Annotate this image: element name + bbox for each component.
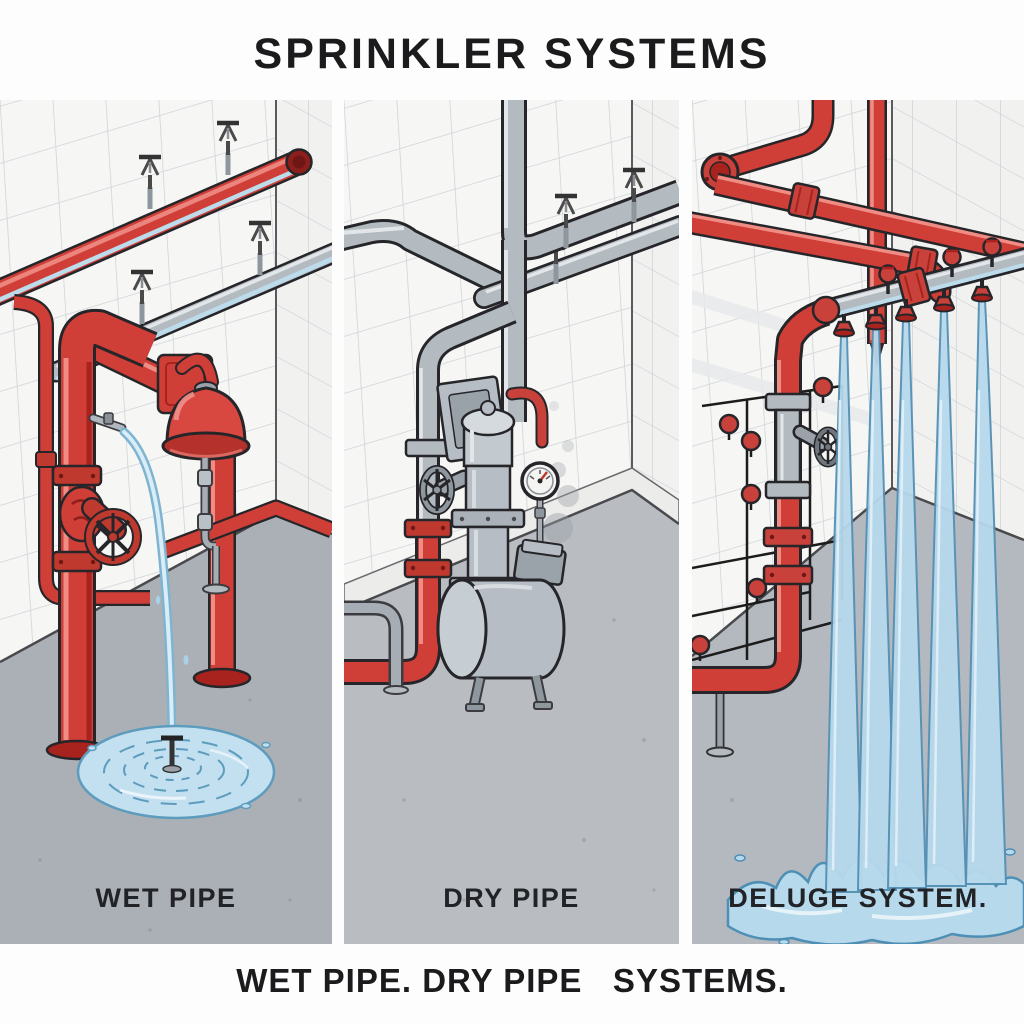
water-column — [886, 319, 928, 889]
air-tank — [436, 578, 566, 712]
valve-handwheel — [419, 465, 455, 515]
header-elbow — [811, 295, 841, 325]
panel-dry-pipe: DRY PIPE — [344, 100, 679, 944]
wall-ledge — [692, 290, 807, 340]
flange — [896, 266, 932, 308]
spray-header — [811, 236, 1024, 325]
riser-floor-flange — [192, 667, 252, 689]
water-column — [856, 327, 898, 891]
test-valve — [103, 412, 114, 425]
panel-deluge-system: DELUGE SYSTEM. — [692, 100, 1024, 944]
bell-conduit — [197, 458, 230, 595]
deluge-valve-handwheel — [813, 426, 843, 468]
flange — [764, 480, 812, 500]
puddle-sprinkler-head — [161, 735, 183, 774]
flange — [762, 526, 814, 548]
page-title: SPRINKLER SYSTEMS — [253, 30, 771, 78]
pressure-switch — [512, 538, 567, 586]
valve-handwheel — [84, 508, 142, 566]
water-column — [924, 309, 968, 887]
panel-label-wet-pipe: WET PIPE — [95, 883, 237, 913]
dry-pipe-illustration — [344, 100, 679, 944]
conduit-stand-base — [202, 583, 230, 595]
riser-control-valve — [45, 308, 158, 761]
test-stream — [88, 412, 189, 737]
floor-conduit — [344, 600, 409, 695]
water-column — [824, 335, 864, 893]
deluge-illustration — [692, 100, 1024, 944]
flange — [764, 392, 812, 412]
tiled-wall-right — [632, 100, 679, 524]
water-column — [964, 299, 1008, 885]
panel-label-dry-pipe: DRY PIPE — [443, 883, 580, 913]
smoke-wisp — [543, 401, 579, 543]
panel-wet-pipe: WET PIPE — [0, 100, 332, 944]
pipe-coupling — [35, 451, 57, 468]
flange — [51, 464, 103, 487]
bell-dome — [165, 386, 247, 446]
red-supply-riser — [344, 438, 453, 685]
flange — [403, 558, 453, 579]
flange — [787, 182, 821, 220]
flange — [762, 564, 814, 586]
wet-pipe-illustration — [0, 100, 332, 944]
branch-line-upper — [0, 123, 313, 306]
wall-base-pipe — [156, 499, 332, 560]
red-supply-mains — [692, 100, 1024, 368]
alarm-bell — [156, 352, 251, 461]
deluge-riser — [692, 298, 843, 758]
floor-puddle — [76, 724, 276, 820]
flange — [403, 518, 453, 539]
tiled-wall-right — [276, 100, 332, 534]
water-curtains — [824, 277, 1008, 893]
bottom-caption: WET PIPE. DRY PIPE SYSTEMS. — [236, 962, 788, 999]
pressure-gauge — [520, 461, 560, 546]
panel-label-deluge: DELUGE SYSTEM. — [728, 883, 988, 913]
flange — [404, 438, 452, 458]
